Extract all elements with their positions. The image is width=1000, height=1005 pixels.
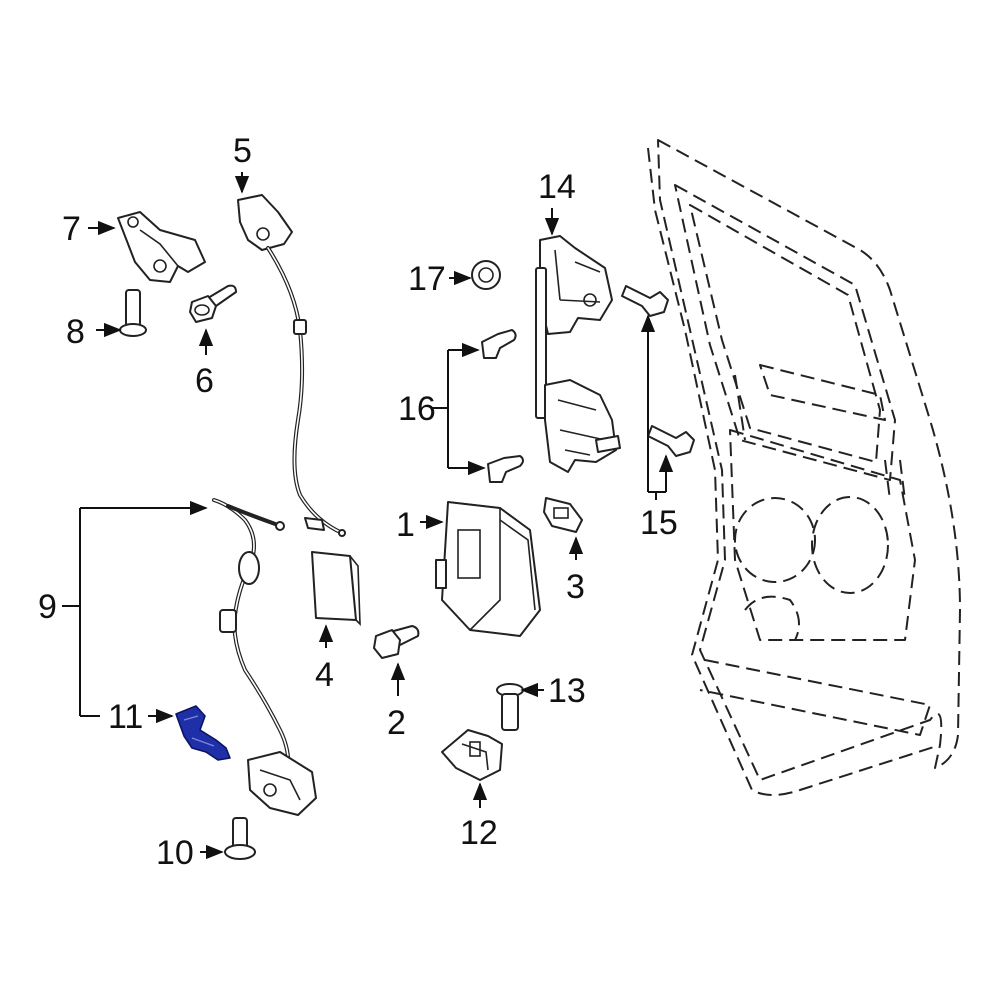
part-15-bolts [621,285,695,457]
callout-9: 9 [38,588,57,626]
part-13-pin [496,683,524,731]
part-17-plug [471,260,501,290]
part-14-hinge [535,235,621,473]
callout-10: 10 [156,834,194,872]
callout-3: 3 [566,568,585,606]
callout-2: 2 [387,704,406,742]
part-2-bolt [373,625,420,659]
callout-4: 4 [315,656,334,694]
callout-6: 6 [195,362,214,400]
part-1-module [435,501,541,637]
leader-lines [62,172,674,860]
part-10-bolt [224,817,256,860]
callout-13: 13 [548,672,586,710]
part-4-pad [311,551,361,627]
callout-labels: 5 7 6 8 17 14 16 15 3 1 4 2 13 12 9 11 1… [38,132,678,872]
door-outline [647,139,961,796]
callout-1: 1 [396,506,415,544]
part-5-cable [237,194,346,537]
callout-5: 5 [233,132,252,170]
callout-15: 15 [640,504,678,542]
callout-7: 7 [62,210,81,248]
callout-11: 11 [108,698,143,736]
part-7-bracket [117,211,206,283]
part-16-bolts [481,329,524,483]
callout-16: 16 [398,390,436,428]
part-11-switch-highlighted [175,705,231,761]
callout-8: 8 [66,313,85,351]
part-3-clip [543,497,583,533]
part-9-cable-latch [212,498,317,816]
part-12-bracket [441,729,503,781]
callout-12: 12 [460,814,498,852]
part-8-pin [119,289,147,337]
part-6-bolt [189,284,237,323]
callout-17: 17 [408,260,446,298]
callout-14: 14 [538,168,576,206]
